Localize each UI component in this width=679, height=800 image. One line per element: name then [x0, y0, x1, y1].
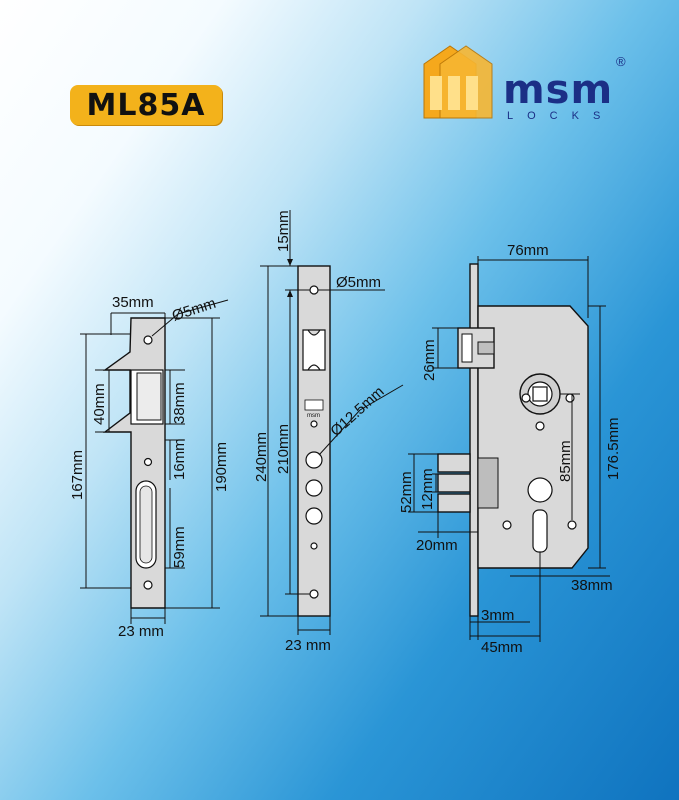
bolt-hole-3: [305, 507, 323, 525]
faceplate-hole-small-1: [310, 420, 318, 428]
deadbolt-2: [437, 473, 471, 493]
bolt-spacing: 12mm: [419, 468, 436, 510]
faceplate-body: [297, 265, 331, 617]
strike-hole-middle: [143, 457, 153, 467]
strike-gap: 16mm: [171, 438, 188, 480]
faceplate-bottom-width: 23 mm: [285, 637, 331, 654]
strike-right-height: 190mm: [213, 442, 230, 492]
lock-width: 76mm: [507, 242, 549, 259]
faceplate-hole-top: [309, 285, 319, 295]
body-height: 176.5mm: [605, 417, 622, 480]
deadbolt-1: [437, 453, 471, 473]
faceplate-hole-dia: Ø5mm: [336, 274, 381, 291]
spindle-square: [532, 386, 548, 402]
faceplate-hole-small-2: [310, 542, 318, 550]
backset: 45mm: [481, 639, 523, 656]
face-thickness: 3mm: [481, 607, 514, 624]
strike-top-width: 35mm: [112, 294, 154, 311]
strike-hole-top: [143, 335, 153, 345]
deadbolt-3: [437, 493, 471, 513]
faceplate-top-offset: 15mm: [275, 210, 292, 252]
cylinder-backset: 38mm: [571, 577, 613, 594]
model-label: ML85A: [86, 87, 206, 123]
cylinder-hole: [527, 477, 553, 503]
faceplate-total-height: 240mm: [253, 432, 270, 482]
strike-hole-dia: Ø5mm: [170, 295, 218, 325]
strike-window-height-right: 38mm: [171, 382, 188, 424]
house-logo-icon: [423, 45, 493, 119]
lock-case: [477, 305, 589, 569]
bolt-throw: 20mm: [416, 537, 458, 554]
faceplate-logo-icon: msm: [304, 399, 324, 419]
strike-bottom-width: 23 mm: [118, 623, 164, 640]
brand-name: msm: [503, 67, 614, 113]
faceplate: msm 15mm Ø5mm: [253, 210, 404, 654]
latch-opening: [302, 329, 326, 371]
faceplate-hole-bottom: [309, 589, 319, 599]
strike-hole-bottom: [143, 580, 153, 590]
strike-window-inner: [136, 372, 162, 421]
brand-logo: msm LOCKS ®: [420, 42, 640, 122]
strike-window-height: 40mm: [91, 383, 108, 425]
latch-height: 26mm: [421, 339, 438, 381]
bolt-hole-2: [305, 479, 323, 497]
center-distance: 85mm: [557, 440, 574, 482]
strike-slot-inner: [139, 485, 153, 564]
lock-faceplate-side: [469, 263, 479, 617]
model-badge: ML85A: [70, 85, 222, 125]
strike-plate-body: [102, 317, 166, 609]
lock-body: 76mm 26mm 176.5mm 85mm 52mm 12mm 20mm 38…: [398, 242, 622, 656]
strike-slot-length: 59mm: [171, 526, 188, 568]
bolt-hole-1: [305, 451, 323, 469]
brand-sub: LOCKS: [507, 110, 615, 122]
strike-plate: 35mm Ø5mm 40mm 38mm 167mm 190mm 16mm 59m…: [69, 294, 230, 640]
faceplate-inner-height: 210mm: [275, 424, 292, 474]
bolt-span: 52mm: [398, 471, 415, 513]
faceplate-large-hole-dia: Ø12.5mm: [327, 383, 387, 440]
svg-text:msm: msm: [307, 413, 320, 419]
strike-left-height: 167mm: [69, 450, 86, 500]
registered-mark: ®: [616, 54, 626, 69]
